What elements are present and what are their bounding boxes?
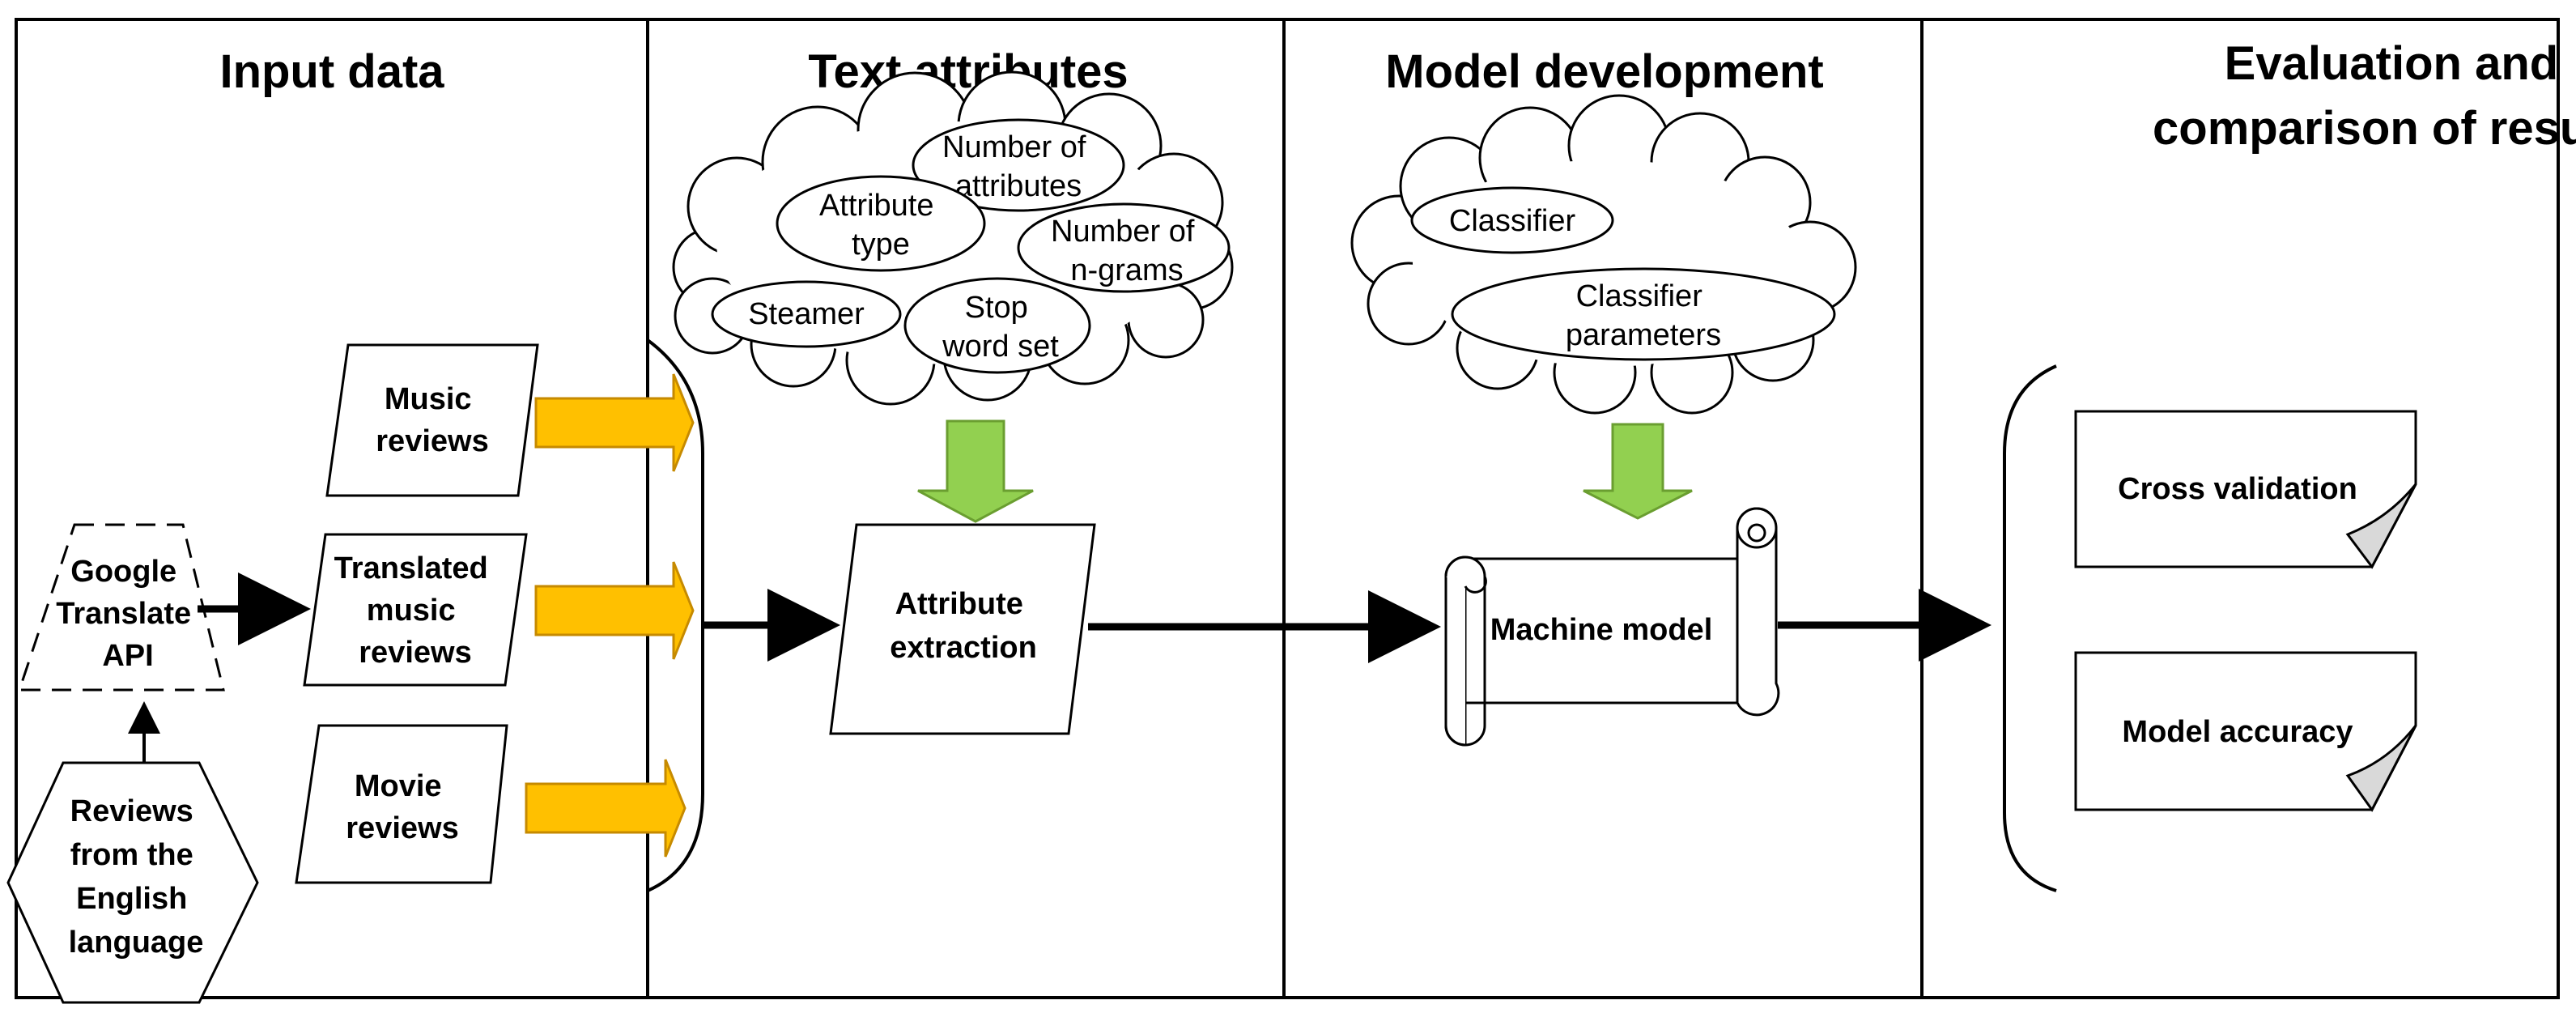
music-reviews-label: Music reviews bbox=[376, 382, 488, 458]
google-translate-shape bbox=[17, 523, 225, 692]
classifier-parameters-label: Classifier parameters bbox=[1566, 279, 1721, 352]
attribute-type-ellipse bbox=[776, 175, 986, 272]
header-text-attributes: Text attributes bbox=[808, 45, 1128, 98]
machine-model-scroll bbox=[1444, 507, 1780, 747]
classifier-label: Classifier bbox=[1449, 204, 1576, 238]
movie-reviews-shape bbox=[295, 724, 508, 884]
cross-validation-label: Cross validation bbox=[2118, 472, 2357, 506]
google-translate-label: Google Translate API bbox=[56, 555, 199, 673]
attribute-extraction-label: Attribute extraction bbox=[890, 587, 1037, 665]
green-arrow-text-attributes bbox=[917, 419, 1034, 523]
model-accuracy-fold bbox=[2345, 725, 2417, 812]
classifier-parameters-ellipse bbox=[1451, 267, 1836, 361]
movie-reviews-label: Movie reviews bbox=[346, 769, 458, 845]
steamer-label: Steamer bbox=[748, 297, 865, 331]
header-evaluation-line2: comparison of results bbox=[2153, 102, 2576, 155]
header-evaluation-line1: Evaluation and bbox=[2225, 37, 2559, 90]
model-accuracy-label: Model accuracy bbox=[2122, 715, 2353, 749]
english-reviews-shape bbox=[6, 761, 259, 1004]
model-development-cloud bbox=[1350, 94, 1857, 415]
number-of-attributes-ellipse bbox=[912, 118, 1125, 212]
green-arrow-model-development bbox=[1583, 423, 1693, 520]
machine-model-label: Machine model bbox=[1490, 613, 1713, 647]
steamer-ellipse bbox=[711, 280, 902, 348]
number-of-ngrams-label: Number of n-grams bbox=[1051, 215, 1203, 287]
translated-reviews-shape bbox=[303, 533, 528, 687]
orange-arrow-movie bbox=[525, 759, 687, 858]
header-input-data: Input data bbox=[219, 45, 444, 98]
number-of-ngrams-ellipse bbox=[1017, 202, 1231, 293]
translated-reviews-label: Translated music reviews bbox=[334, 551, 497, 670]
evaluation-bracket bbox=[2003, 364, 2057, 892]
attribute-type-label: Attribute type bbox=[819, 189, 942, 262]
attribute-extraction-shape bbox=[829, 523, 1096, 735]
cross-validation-fold bbox=[2345, 483, 2417, 569]
orange-arrow-translated bbox=[534, 561, 695, 660]
number-of-attributes-label: Number of attributes bbox=[942, 130, 1095, 203]
music-reviews-shape bbox=[325, 343, 539, 497]
header-evaluation: Evaluation and comparison of results bbox=[2153, 37, 2576, 155]
stop-word-set-label: Stop word set bbox=[942, 291, 1059, 364]
classifier-ellipse bbox=[1410, 186, 1614, 254]
stop-word-set-ellipse bbox=[903, 277, 1091, 374]
orange-arrow-music bbox=[534, 373, 695, 472]
diagram-frame bbox=[15, 18, 2560, 999]
header-model-development: Model development bbox=[1385, 45, 1823, 98]
english-reviews-label: Reviews from the English language bbox=[69, 794, 204, 960]
